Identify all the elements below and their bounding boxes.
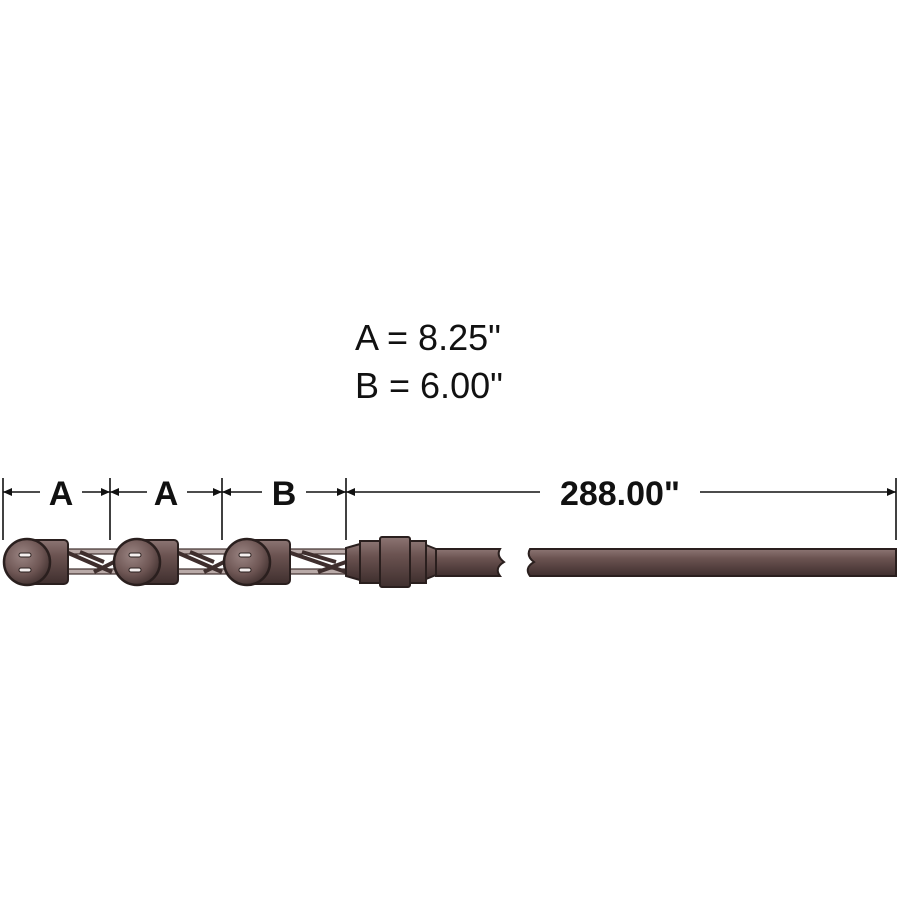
end-connector <box>345 536 437 588</box>
socket-2 <box>112 537 179 587</box>
dimension-lines <box>2 478 897 540</box>
lead-cable <box>435 548 897 577</box>
dim-label-b: B <box>272 475 297 513</box>
legend-a: A = 8.25" <box>355 317 501 358</box>
dim-label-a1: A <box>49 475 74 513</box>
socket-3 <box>222 537 291 587</box>
socket-1 <box>2 537 69 587</box>
legend-b: B = 6.00" <box>355 365 503 406</box>
dim-label-a2: A <box>154 475 179 513</box>
twisted-wires <box>59 548 353 575</box>
dim-label-lead: 288.00" <box>560 475 680 513</box>
